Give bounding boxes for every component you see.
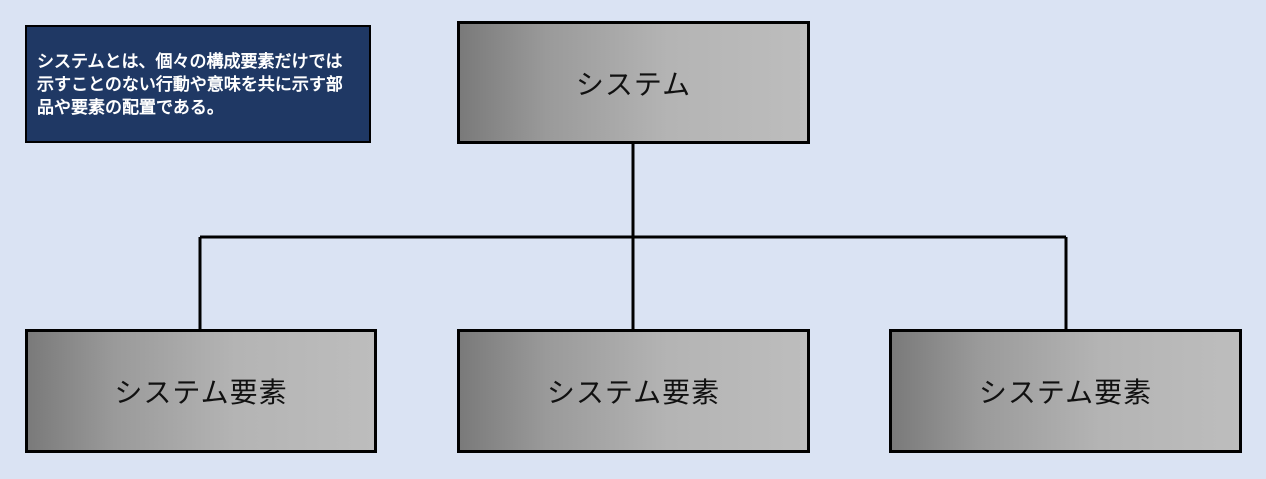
system-element-node-2-label: システム要素 — [546, 376, 721, 409]
system-node: システム — [457, 21, 810, 144]
definition-note: システムとは、個々の構成要素だけでは示すことのない行動や意味を共に示す部品や要素… — [25, 25, 371, 143]
system-element-node-1: システム要素 — [25, 329, 377, 453]
definition-note-text: システムとは、個々の構成要素だけでは示すことのない行動や意味を共に示す部品や要素… — [37, 52, 343, 118]
system-element-node-3-label: システム要素 — [978, 376, 1153, 409]
system-element-node-1-label: システム要素 — [114, 376, 288, 409]
system-node-label: システム — [575, 67, 692, 101]
system-element-node-2: システム要素 — [457, 329, 810, 453]
system-element-node-3: システム要素 — [889, 329, 1242, 453]
